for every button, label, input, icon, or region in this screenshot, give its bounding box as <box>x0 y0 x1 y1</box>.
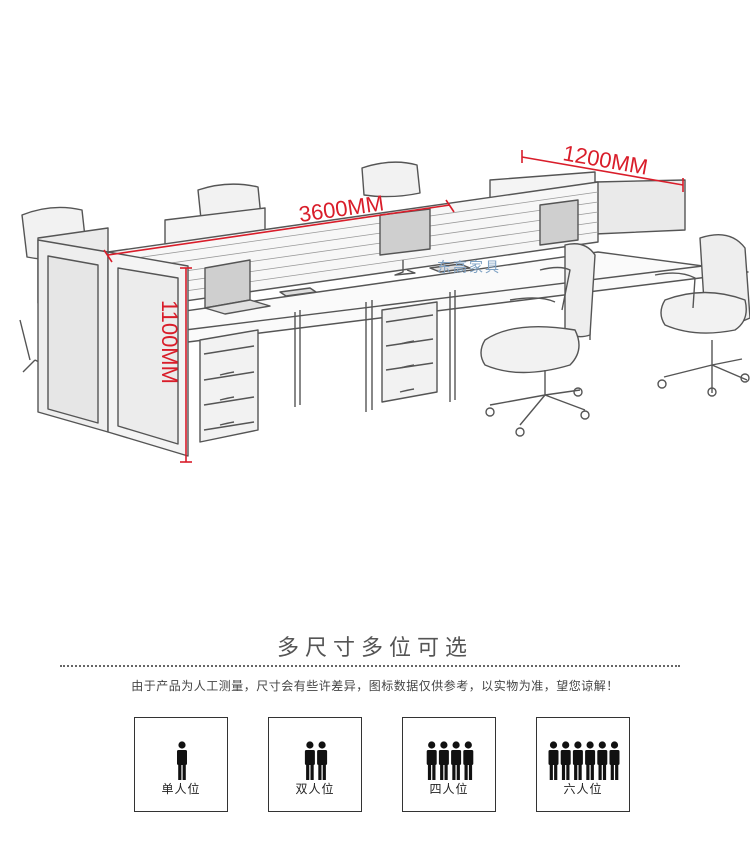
person-figure <box>451 741 462 780</box>
height-dimension-label: 1100MM <box>157 300 182 384</box>
person-figure <box>463 741 474 780</box>
person-figure <box>177 741 187 780</box>
person-figure <box>597 741 608 780</box>
person-6-icon <box>548 741 620 780</box>
option-single[interactable]: 单人位 <box>134 717 228 812</box>
seat-options: 单人位 双人位 四人位 六人位 <box>0 717 750 817</box>
option-six[interactable]: 六人位 <box>536 717 630 812</box>
person-figure <box>609 741 620 780</box>
option-four[interactable]: 四人位 <box>402 717 496 812</box>
section-title: 多尺寸多位可选 <box>276 636 473 661</box>
person-figure <box>572 741 583 780</box>
person-figure <box>317 741 328 780</box>
brand-watermark: 东高家具 <box>437 259 501 276</box>
person-figure <box>438 741 449 780</box>
person-figure <box>304 741 315 780</box>
option-label: 双人位 <box>295 782 335 796</box>
option-label: 四人位 <box>429 782 469 796</box>
dotted-divider <box>60 665 680 667</box>
person-2-icon <box>304 741 328 780</box>
person-figure <box>548 741 559 780</box>
measurement-note: 由于产品为人工测量，尺寸会有些许差异，图标数据仅供参考，以实物为准，望您谅解！ <box>131 679 619 693</box>
option-double[interactable]: 双人位 <box>268 717 362 812</box>
person-figure <box>426 741 437 780</box>
workstation-sketch: 3600MM 1200MM 1100MM 东高家具 <box>19 140 750 463</box>
option-label: 单人位 <box>161 782 201 796</box>
person-figure <box>585 741 596 780</box>
person-figure <box>560 741 571 780</box>
option-label: 六人位 <box>563 782 603 796</box>
person-1-icon <box>177 741 187 780</box>
person-4-icon <box>426 741 474 780</box>
